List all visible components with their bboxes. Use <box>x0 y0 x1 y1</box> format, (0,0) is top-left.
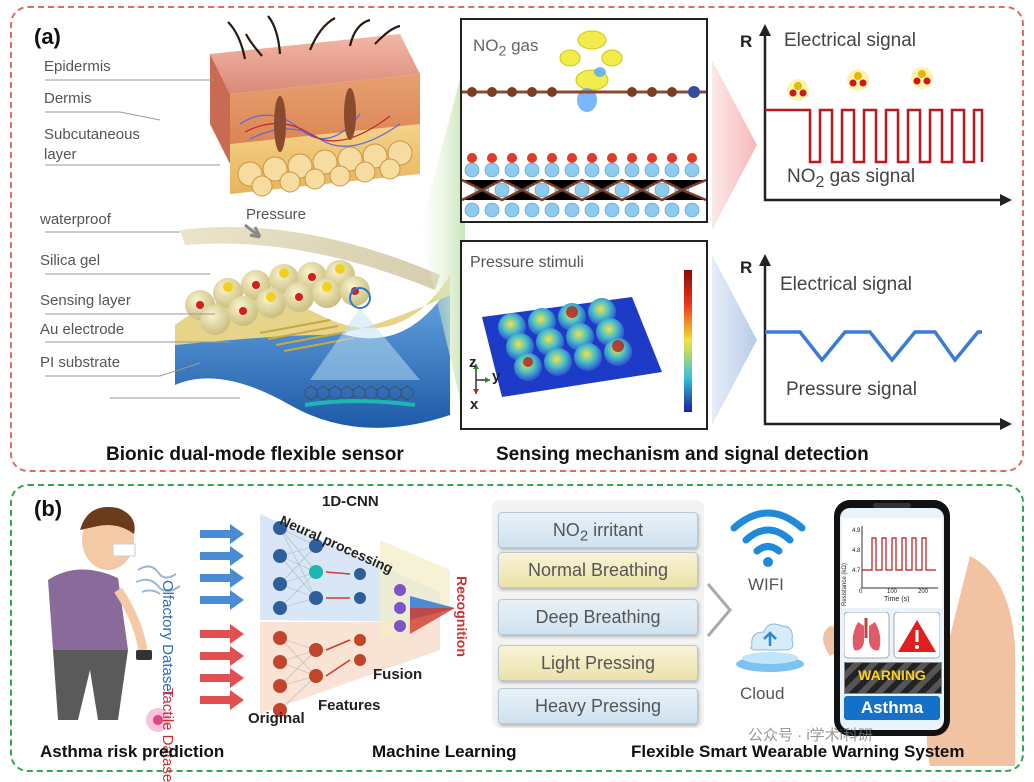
no2-lattice <box>462 30 706 218</box>
recognition-label: Recognition <box>454 576 470 657</box>
phone-x-tick-0: 0 <box>859 589 863 595</box>
au-electrode-label: Au electrode <box>40 321 125 338</box>
no2-gas-title-sub: 2 <box>498 43 507 60</box>
fusion-label: Fusion <box>373 666 423 683</box>
pressure-map <box>473 270 692 412</box>
signal-top-title: Electrical signal <box>784 30 916 51</box>
funnel-gradient <box>420 60 465 420</box>
panel-b-tag: (b) <box>34 496 63 521</box>
pressure-signal-chart <box>759 254 1012 430</box>
chevron-right-icon <box>706 583 732 637</box>
sensor-illustration <box>175 223 450 428</box>
pressure-stimuli-title: Pressure stimuli <box>470 254 584 271</box>
neural-network <box>260 514 455 717</box>
phone-y-tick-0: 4.9 <box>852 528 861 534</box>
cloud-icon <box>736 623 804 672</box>
silica-gel-label: Silica gel <box>40 252 101 269</box>
phone-y-tick-2: 4.7 <box>852 568 861 574</box>
phone-y-tick-1: 4.8 <box>852 548 861 554</box>
phone-x-tick-1: 100 <box>887 589 898 595</box>
signal-top-label: NO2 gas signal <box>787 166 915 192</box>
signal-bottom-title: Electrical signal <box>780 274 912 295</box>
tactile-dataset-label: Tactile Datase <box>159 688 176 782</box>
olfactory-dataset-label: Olfactory Dataset <box>159 580 176 696</box>
waterproof-label: waterproof <box>40 211 111 228</box>
arrow-to-signal-bottom <box>712 255 757 425</box>
sensing-layer-label: Sensing layer <box>40 292 131 309</box>
phone-asthma-badge: Asthma <box>844 696 940 720</box>
caption-sensor: Bionic dual-mode flexible sensor <box>106 444 404 465</box>
panel-b <box>10 484 1024 772</box>
ml-box-normal: Normal Breathing <box>498 552 698 588</box>
pressure-label: Pressure <box>246 206 307 223</box>
skin-leader-lines <box>45 79 220 166</box>
no2-signal-chart <box>759 24 1012 206</box>
no2-gas-title: NO2 gas <box>473 36 539 59</box>
cloud-label: Cloud <box>740 684 785 703</box>
signal-top-label-sub: 2 <box>815 173 825 191</box>
epidermis-label: Epidermis <box>44 58 111 75</box>
panel-a <box>10 6 1024 472</box>
skin-illustration <box>210 15 420 197</box>
arrow-to-signal-top <box>712 60 757 230</box>
dermis-label: Dermis <box>44 90 92 107</box>
phone-notch <box>873 503 911 508</box>
axis-x-label: x <box>470 396 479 413</box>
axis-z-label: z <box>469 354 477 371</box>
watermark: 公众号 · i学术i科研 <box>748 727 873 744</box>
phone-x-label: Time (s) <box>884 596 910 603</box>
caption-asthma: Asthma risk prediction <box>40 742 225 761</box>
no2-gas-title-pre: NO <box>473 36 499 55</box>
ml-box-no2: NO2 irritant <box>498 512 698 548</box>
phone-warning-text: WARNING <box>858 667 926 683</box>
signal-top-label-pre: NO <box>787 166 816 187</box>
person-illustration <box>48 506 181 732</box>
dataset-arrows <box>200 524 244 710</box>
wifi-icon <box>730 509 806 567</box>
features-label: Features <box>318 697 381 714</box>
phone-x-tick-2: 200 <box>918 589 929 595</box>
subcutaneous-layer-label: layer <box>44 146 77 163</box>
axis-y-label: y <box>492 368 501 385</box>
caption-ml: Machine Learning <box>372 742 517 761</box>
phone-alert-row <box>844 612 940 659</box>
phone-warning-banner <box>844 662 942 694</box>
ml-box-no2-sub: 2 <box>579 527 589 545</box>
subcutaneous-label: Subcutaneous <box>44 126 140 143</box>
signal-bottom-label: Pressure signal <box>786 379 917 400</box>
ml-box-no2-post: irritant <box>588 520 644 540</box>
no2-gas-title-post: gas <box>506 36 539 55</box>
panel-a-tag: (a) <box>34 24 61 49</box>
ml-box-light: Light Pressing <box>498 645 698 681</box>
phone-y-label: Resistance (kΩ) <box>842 563 848 606</box>
phone-chart <box>842 518 942 608</box>
ml-box-heavy: Heavy Pressing <box>498 688 698 724</box>
ml-box-no2-pre: NO <box>552 520 580 540</box>
sensor-leader-lines <box>45 231 240 399</box>
ml-box-deep: Deep Breathing <box>498 599 698 635</box>
original-label: Original <box>248 710 305 727</box>
signal-top-axis-r: R <box>740 32 753 51</box>
signal-top-label-post: gas signal <box>824 166 916 187</box>
wifi-label: WIFI <box>748 575 784 594</box>
caption-mechanism: Sensing mechanism and signal detection <box>496 444 869 465</box>
pi-substrate-label: PI substrate <box>40 354 121 371</box>
signal-bottom-axis-r: R <box>740 258 753 277</box>
cnn-title: 1D-CNN <box>322 493 379 510</box>
caption-system: Flexible Smart Wearable Warning System <box>631 742 965 761</box>
